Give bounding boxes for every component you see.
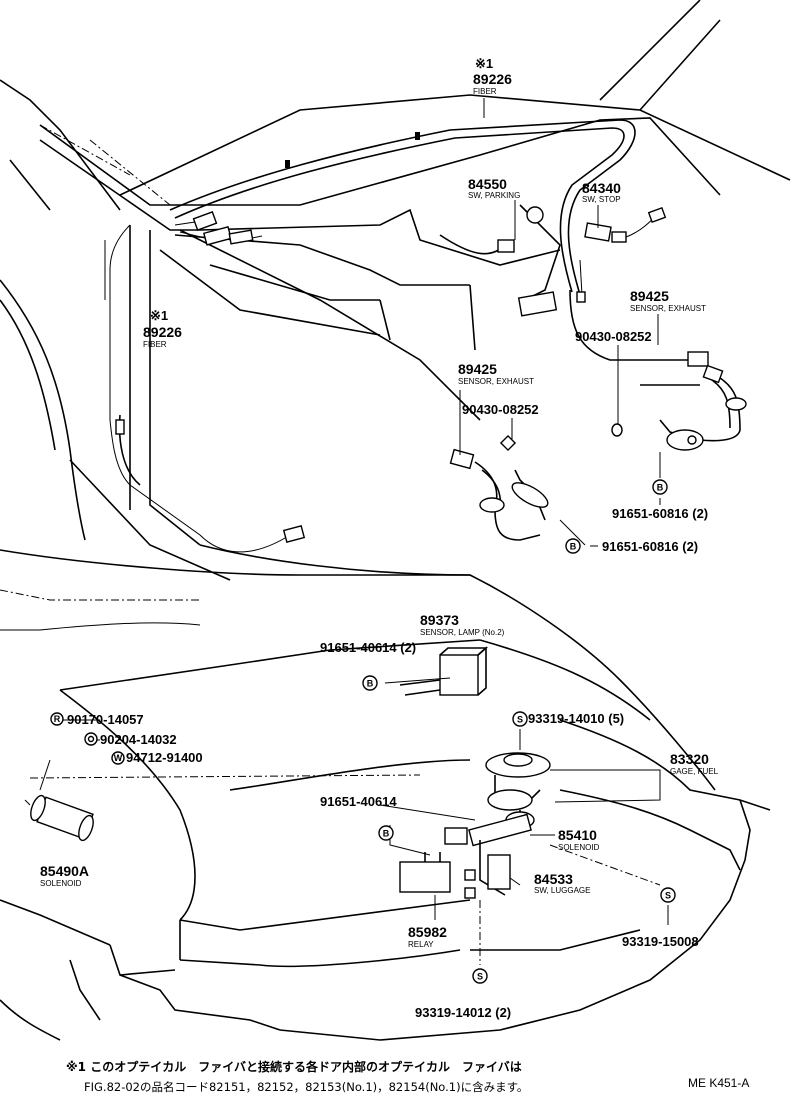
marker-b-bolt-lamp: B <box>362 675 378 691</box>
svg-text:※1: ※1 <box>150 308 168 323</box>
svg-text:SOLENOID: SOLENOID <box>40 879 82 888</box>
marker-s-screw-bottom: S <box>472 968 488 984</box>
label-fiber-left: ※1 89226 FIBER <box>143 308 182 349</box>
svg-text:SW, STOP: SW, STOP <box>582 195 621 204</box>
svg-text:84533: 84533 <box>534 871 573 887</box>
label-screw-bottom: 93319-14012 (2) <box>415 1005 511 1020</box>
solenoid-left-part <box>24 794 94 842</box>
svg-text:89226: 89226 <box>143 324 182 340</box>
svg-text:83320: 83320 <box>670 751 709 767</box>
svg-text:B: B <box>383 829 390 839</box>
stop-switch-part <box>576 207 667 303</box>
svg-text:B: B <box>657 483 664 493</box>
svg-text:B: B <box>367 679 374 689</box>
label-gasket-center: 90430-08252 <box>462 402 539 417</box>
label-fiber-top: ※1 89226 FIBER <box>473 56 512 96</box>
label-sw-parking: 84550 SW, PARKING <box>468 176 520 200</box>
label-gasket-right: 90430-08252 <box>575 329 652 344</box>
exhaust-sensor-right-part <box>569 289 747 451</box>
label-solenoid-right: 85410 SOLENOID <box>558 827 600 852</box>
marker-r-clip: R <box>50 712 64 726</box>
leader-lines <box>29 98 669 965</box>
marker-s-screw-right: S <box>660 887 676 903</box>
svg-text:89373: 89373 <box>420 612 459 628</box>
car-body-outline <box>0 0 791 1041</box>
figure-reference-code: ME K451-A <box>688 1076 750 1090</box>
lamp-sensor-part <box>399 646 489 696</box>
svg-text:S: S <box>517 715 523 725</box>
svg-text:R: R <box>54 714 61 724</box>
svg-text:※1: ※1 <box>475 56 493 71</box>
fiber-harness <box>104 119 636 553</box>
label-bolt-lamp: 91651-40614 (2) <box>320 640 416 655</box>
footnote-line-2: FIG.82-02の品名コード82151，82152，82153(No.1)，8… <box>84 1080 529 1094</box>
marker-s-screw-gage: S <box>512 711 528 727</box>
label-bolt-center: 91651-60816 (2) <box>602 539 698 554</box>
svg-text:89425: 89425 <box>630 288 669 304</box>
washer-icon <box>84 732 98 746</box>
svg-text:B: B <box>570 542 577 552</box>
svg-text:GAGE, FUEL: GAGE, FUEL <box>670 767 719 776</box>
svg-text:SW, PARKING: SW, PARKING <box>468 191 520 200</box>
svg-text:85410: 85410 <box>558 827 597 843</box>
label-bolt-relay: 91651-40614 <box>320 794 397 809</box>
label-gage-fuel: 83320 GAGE, FUEL <box>670 751 719 776</box>
svg-text:FIBER: FIBER <box>143 340 167 349</box>
marker-w-clip: W <box>111 751 125 765</box>
svg-text:84550: 84550 <box>468 176 507 192</box>
marker-b-bolt-center: B <box>565 538 581 554</box>
svg-text:84340: 84340 <box>582 180 621 196</box>
label-clip-2: 90204-14032 <box>100 732 177 747</box>
label-clip-1: 90170-14057 <box>67 712 144 727</box>
svg-text:89226: 89226 <box>473 71 512 87</box>
svg-text:RELAY: RELAY <box>408 940 434 949</box>
label-screw-right: 93319-15008 <box>622 934 699 949</box>
svg-text:FIBER: FIBER <box>473 87 497 96</box>
svg-text:85490A: 85490A <box>40 863 89 879</box>
label-clip-3: 94712-91400 <box>126 750 203 765</box>
label-sensor-exhaust-right: 89425 SENSOR, EXHAUST <box>630 288 706 313</box>
luggage-parts <box>399 813 532 899</box>
footnote-line-1: ※1 このオプテイカル ファイバと接続する各ドア内部のオプテイカル ファイバは <box>66 1060 522 1074</box>
svg-text:S: S <box>665 891 671 901</box>
svg-text:85982: 85982 <box>408 924 447 940</box>
svg-text:SENSOR, EXHAUST: SENSOR, EXHAUST <box>458 377 534 386</box>
label-solenoid-left: 85490A SOLENOID <box>40 863 89 888</box>
parking-switch-part <box>439 204 561 317</box>
label-bolt-right: 91651-60816 (2) <box>612 506 708 521</box>
svg-text:W: W <box>114 753 123 763</box>
label-sensor-exhaust-center: 89425 SENSOR, EXHAUST <box>458 361 534 386</box>
svg-text:89425: 89425 <box>458 361 497 377</box>
svg-text:SOLENOID: SOLENOID <box>558 843 600 852</box>
svg-text:SENSOR, LAMP (No.2): SENSOR, LAMP (No.2) <box>420 628 505 637</box>
svg-text:S: S <box>477 972 483 982</box>
label-relay: 85982 RELAY <box>408 924 447 949</box>
svg-text:SW, LUGGAGE: SW, LUGGAGE <box>534 886 590 895</box>
marker-b-bolt-relay: B <box>378 825 394 841</box>
fiber-connector-cluster <box>174 211 263 246</box>
marker-b-bolt-right: B <box>652 479 668 495</box>
svg-text:SENSOR, EXHAUST: SENSOR, EXHAUST <box>630 304 706 313</box>
label-sw-stop: 84340 SW, STOP <box>582 180 621 204</box>
label-screw-gage: 93319-14010 (5) <box>528 711 624 726</box>
exhaust-sensor-center-part <box>449 434 549 541</box>
label-sensor-lamp: 89373 SENSOR, LAMP (No.2) <box>420 612 505 637</box>
label-sw-luggage: 84533 SW, LUGGAGE <box>534 871 590 895</box>
